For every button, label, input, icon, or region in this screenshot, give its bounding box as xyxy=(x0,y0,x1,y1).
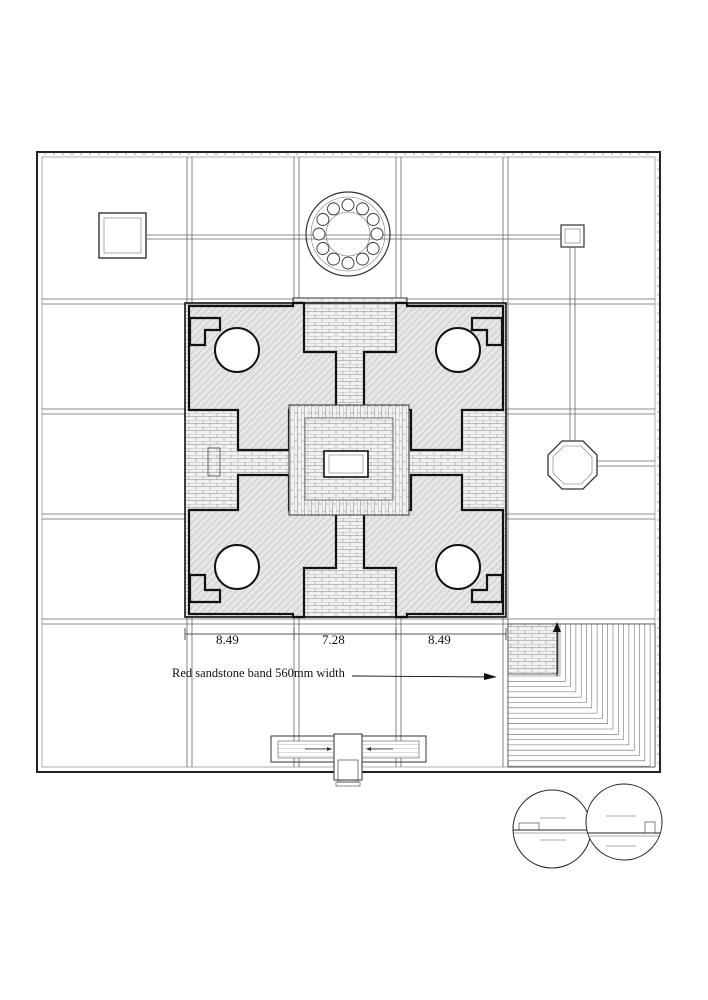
square-fountain xyxy=(98,212,147,259)
circular-scalloped-fountain xyxy=(305,191,391,277)
dimension-center: 7.28 xyxy=(322,632,345,647)
detail-circle-2 xyxy=(585,783,663,861)
band-arrow xyxy=(351,673,497,680)
mausoleum-platform xyxy=(184,297,507,619)
octagonal-fountain xyxy=(547,440,598,490)
band-label: Red sandstone band 560mm width xyxy=(172,666,346,680)
entrance-steps xyxy=(270,733,427,787)
boundary-ticks xyxy=(44,152,660,764)
small-square-node xyxy=(560,224,585,248)
detail-circle-1 xyxy=(512,789,592,869)
dimension-line xyxy=(184,628,507,640)
dimension-left: 8.49 xyxy=(216,632,239,647)
corner-steps xyxy=(507,622,656,768)
dimension-right: 8.49 xyxy=(428,632,451,647)
